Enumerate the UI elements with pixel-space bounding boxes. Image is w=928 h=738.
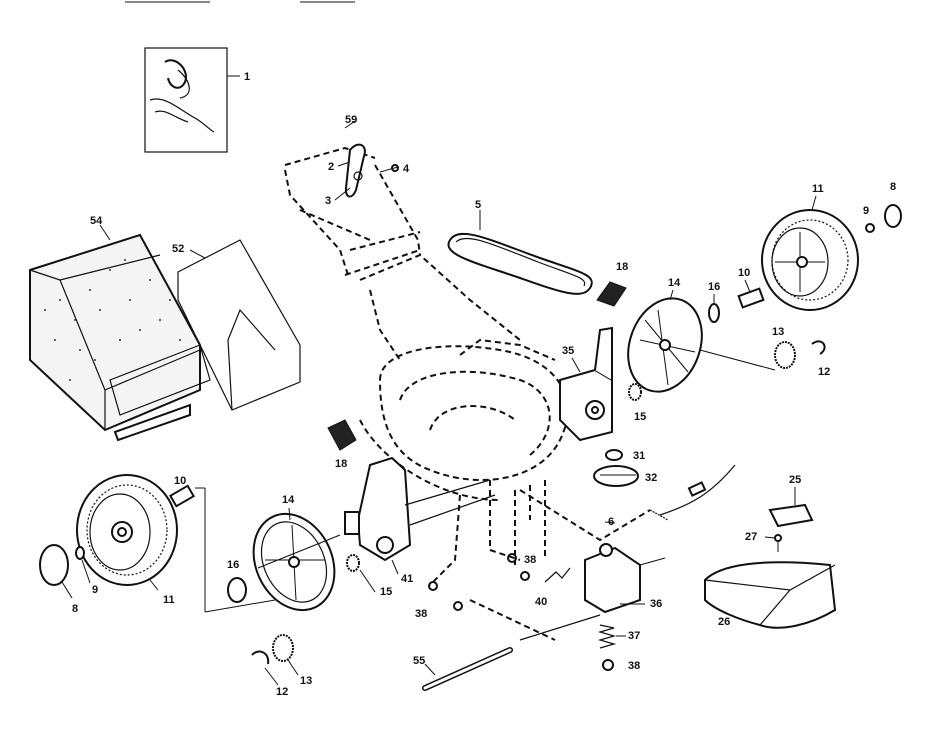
part-52-bag-frame: 52 — [172, 239, 301, 411]
label-8-right: 8 — [890, 181, 896, 193]
label-14-left: 14 — [282, 494, 295, 506]
part-54-grass-bag: 54 — [29, 215, 211, 442]
part-2-3-4-control-bail: 59 2 3 4 — [325, 114, 410, 207]
label-10-right: 10 — [738, 267, 750, 279]
part-37-spring: 37 — [597, 624, 640, 649]
label-8-left: 8 — [72, 603, 78, 615]
linkage-rods — [429, 480, 601, 641]
label-18-top: 18 — [616, 261, 628, 273]
label-11-left: 11 — [163, 594, 175, 606]
label-59: 59 — [345, 114, 357, 126]
part-10-16-right-bushing: 10 16 — [708, 267, 765, 323]
label-40: 40 — [535, 596, 547, 608]
part-14-right-wheel-cover: 14 — [627, 277, 703, 393]
label-1: 1 — [244, 71, 250, 83]
part-8-9-left-hubcap: 8 9 — [39, 544, 98, 615]
part-8-9-right-hubcap: 8 9 — [863, 181, 902, 233]
part-41-left-bracket: 41 — [344, 456, 496, 585]
label-3: 3 — [325, 195, 331, 207]
part-13-12-left-gear: 13 12 — [251, 634, 312, 698]
part-1-cable-kit: 1 — [144, 47, 250, 153]
label-18-bottom: 18 — [335, 458, 347, 470]
mower-deck-outline — [359, 338, 569, 501]
label-55: 55 — [413, 655, 425, 667]
part-55-rod: 55 — [413, 647, 513, 691]
part-31-32-cap: 31 32 — [593, 449, 657, 487]
part-36-transmission: 36 6 — [584, 516, 666, 614]
part-35-right-bracket: 35 — [559, 326, 613, 442]
label-26: 26 — [718, 616, 730, 628]
label-15-left: 15 — [380, 586, 392, 598]
label-15-right: 15 — [634, 411, 646, 423]
label-52: 52 — [172, 243, 184, 255]
part-14-left-wheel-cover: 14 — [252, 494, 341, 612]
part-15-right-nut: 15 — [628, 383, 646, 423]
part-13-12-right-gear: 13 12 — [699, 326, 830, 378]
label-14-right: 14 — [668, 277, 681, 289]
label-25: 25 — [789, 474, 801, 486]
label-13-left: 13 — [300, 675, 312, 687]
label-11-right: 11 — [812, 183, 824, 195]
handle-assembly — [284, 146, 521, 361]
label-41: 41 — [401, 573, 413, 585]
part-15-left-nut: 15 — [346, 554, 392, 598]
part-11-left-wheel: 11 — [76, 474, 178, 606]
label-9-left: 9 — [92, 584, 98, 596]
part-10-16-left-bushing: 10 16 — [168, 475, 276, 613]
label-12-right: 12 — [818, 366, 830, 378]
part-40-spring: 40 — [535, 567, 571, 608]
part-26-deflector: 26 — [704, 561, 837, 629]
part-27-screw: 27 — [745, 531, 782, 552]
label-12-left: 12 — [276, 686, 288, 698]
part-18-top-grip: 18 — [596, 261, 628, 307]
label-31: 31 — [633, 450, 645, 462]
label-27: 27 — [745, 531, 757, 543]
part-38-nuts: 38 38 38 — [415, 553, 640, 672]
label-37: 37 — [628, 630, 640, 642]
part-25-decal: 25 — [768, 474, 814, 528]
label-32: 32 — [645, 472, 657, 484]
label-2: 2 — [328, 161, 334, 173]
part-5-drive-belt: 5 — [447, 199, 593, 295]
label-36: 36 — [650, 598, 662, 610]
label-38-left: 38 — [415, 608, 427, 620]
part-18-bottom-grip: 18 — [327, 419, 357, 470]
label-16-right: 16 — [708, 281, 720, 293]
label-10-left: 10 — [174, 475, 186, 487]
control-cable — [519, 464, 736, 542]
label-38-bottom: 38 — [628, 660, 640, 672]
label-16-left: 16 — [227, 559, 239, 571]
label-9-right: 9 — [863, 205, 869, 217]
label-6: 6 — [608, 516, 614, 528]
label-5: 5 — [475, 199, 481, 211]
label-13-right: 13 — [772, 326, 784, 338]
label-4: 4 — [403, 163, 410, 175]
label-38-center: 38 — [524, 554, 536, 566]
label-54: 54 — [90, 215, 103, 227]
label-35: 35 — [562, 345, 574, 357]
part-11-right-wheel: 11 — [761, 183, 859, 311]
